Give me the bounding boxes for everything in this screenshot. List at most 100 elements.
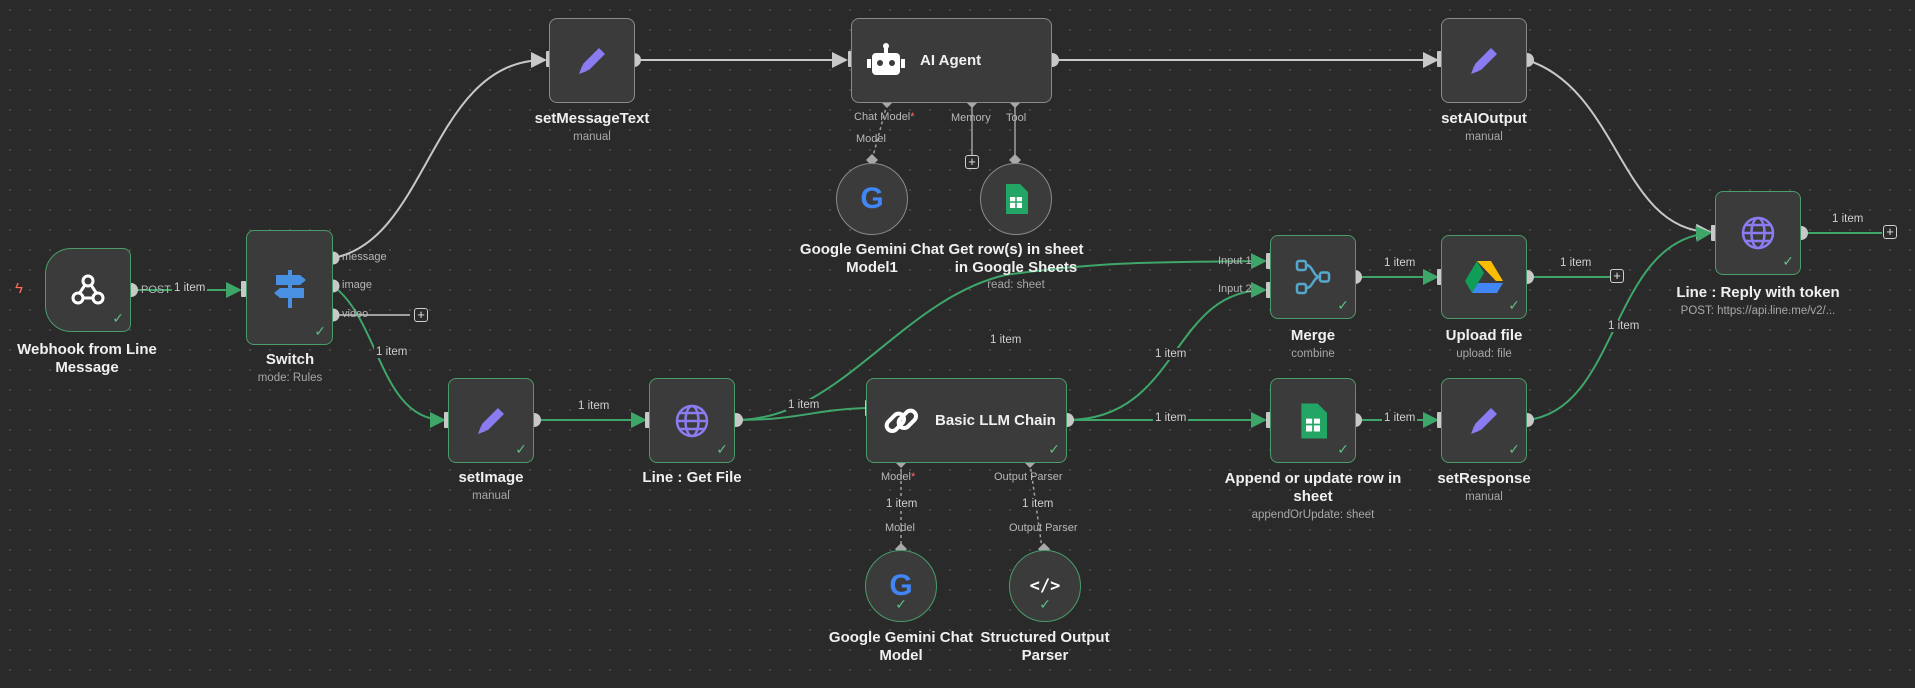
set-image-title: setImage [458, 469, 524, 486]
webhook-node[interactable]: ✓ [45, 248, 131, 332]
chain-link-icon [884, 408, 919, 433]
upload-file-subtitle: upload: file [1456, 348, 1512, 360]
gemini-chat-model1-node[interactable]: G [836, 163, 908, 235]
set-message-text-subtitle: manual [573, 131, 611, 143]
set-message-text-title: setMessageText [534, 110, 650, 127]
trigger-bolt-icon: ϟ [15, 280, 23, 297]
success-check-icon: ✓ [1337, 441, 1349, 457]
set-ai-output-title: setAIOutput [1441, 110, 1527, 127]
set-response-title: setResponse [1437, 470, 1531, 487]
edge-label: 1 item [884, 498, 920, 510]
robot-icon [867, 42, 905, 75]
sheets-icon [1301, 403, 1327, 438]
structured-output-parser-title: Structured Output Parser [980, 629, 1110, 664]
set-response-node[interactable]: ✓ [1441, 378, 1527, 463]
globe-icon [1741, 216, 1775, 250]
webhook-node-title: Webhook from Line Message [17, 341, 157, 376]
merge-icon [1295, 259, 1331, 295]
edge-label: 1 item [1606, 320, 1642, 332]
google-icon: G [860, 182, 884, 215]
basic-llm-chain-node[interactable]: Basic LLM Chain ✓ [866, 378, 1067, 463]
set-image-subtitle: manual [472, 490, 510, 502]
upload-file-title: Upload file [1445, 327, 1523, 344]
edge-label: 1 item [1830, 213, 1866, 225]
edge-label: 1 item [1382, 257, 1418, 269]
success-check-icon: ✓ [1039, 596, 1051, 612]
get-rows-title: Get row(s) in sheet in Google Sheets [948, 241, 1084, 276]
pencil-icon [1471, 47, 1497, 74]
google-icon: G [889, 569, 913, 602]
merge-title: Merge [1290, 327, 1336, 344]
gemini1-port-model: Model [856, 133, 886, 145]
webhook-icon [71, 274, 105, 305]
chain-port-model: Model* [881, 471, 916, 483]
pencil-icon [1471, 407, 1497, 434]
success-check-icon: ✓ [895, 596, 907, 612]
edge-label: 1 item [576, 400, 612, 412]
google-drive-icon [1465, 261, 1503, 293]
set-ai-output-node[interactable] [1441, 18, 1527, 103]
add-node-button[interactable]: + [1883, 225, 1897, 239]
webhook-method-label: POST [141, 284, 171, 296]
pencil-icon [579, 47, 605, 74]
code-icon: </> [1029, 576, 1061, 596]
add-node-button[interactable]: + [1610, 269, 1624, 283]
gemini-chat-model-title: Google Gemini Chat Model [828, 629, 974, 664]
add-memory-button[interactable]: + [965, 155, 979, 169]
success-check-icon: ✓ [1048, 441, 1060, 457]
success-check-icon: ✓ [716, 441, 728, 457]
globe-icon [675, 404, 709, 437]
merge-input-2: Input 2 [1218, 283, 1252, 295]
edge-label: 1 item [172, 282, 208, 294]
edge-label: 1 item [1153, 348, 1189, 360]
ai-agent-node[interactable]: AI Agent [851, 18, 1052, 103]
edge-label: 1 item [1382, 412, 1418, 424]
edge-label: 1 item [988, 334, 1024, 346]
switch-output-image: image [342, 279, 372, 291]
structured-output-parser-node[interactable]: </> ✓ [1009, 550, 1081, 622]
success-check-icon: ✓ [314, 323, 326, 339]
line-get-file-title: Line : Get File [642, 469, 742, 486]
basic-llm-chain-title: Basic LLM Chain [935, 412, 1056, 429]
signpost-icon [273, 269, 306, 308]
append-row-title: Append or update row in sheet [1224, 470, 1402, 505]
line-reply-title: Line : Reply with token [1676, 284, 1840, 301]
ai-agent-port-tool: Tool [1006, 112, 1027, 124]
merge-subtitle: combine [1291, 348, 1335, 360]
gemini-port-model: Model [885, 522, 915, 534]
ai-agent-port-chat-model: Chat Model* [854, 111, 915, 123]
switch-node-subtitle: mode: Rules [257, 372, 323, 384]
line-get-file-node[interactable]: ✓ [649, 378, 735, 463]
gemini-chat-model1-title: Google Gemini Chat Model1 [799, 241, 945, 276]
ai-agent-title: AI Agent [920, 52, 982, 69]
parser-port-output-parser: Output Parser [1009, 522, 1078, 534]
pencil-icon [478, 407, 504, 434]
append-row-subtitle: appendOrUpdate: sheet [1251, 509, 1375, 521]
get-rows-node[interactable] [980, 163, 1052, 235]
edge-label: 1 item [786, 399, 822, 411]
set-ai-output-subtitle: manual [1465, 131, 1503, 143]
edge-label: 1 item [1153, 412, 1189, 424]
ai-agent-port-memory: Memory [951, 112, 991, 124]
upload-file-node[interactable]: ✓ [1441, 235, 1527, 319]
set-message-text-node[interactable] [549, 18, 635, 103]
edge-label: 1 item [1020, 498, 1056, 510]
success-check-icon: ✓ [1508, 441, 1520, 457]
set-image-node[interactable]: ✓ [448, 378, 534, 463]
edge-label: 1 item [374, 346, 410, 358]
switch-output-message: message [342, 251, 387, 263]
switch-node-title: Switch [265, 351, 315, 368]
success-check-icon: ✓ [112, 310, 124, 326]
merge-node[interactable]: ✓ [1270, 235, 1356, 319]
merge-input-1: Input 1 [1218, 255, 1252, 267]
append-row-node[interactable]: ✓ [1270, 378, 1356, 463]
success-check-icon: ✓ [1337, 297, 1349, 313]
chain-port-output-parser: Output Parser [994, 471, 1063, 483]
success-check-icon: ✓ [1508, 297, 1520, 313]
add-node-button[interactable]: + [414, 308, 428, 322]
line-reply-node[interactable]: ✓ [1715, 191, 1801, 275]
get-rows-subtitle: read: sheet [987, 279, 1045, 291]
edge-label: 1 item [1558, 257, 1594, 269]
switch-node[interactable]: ✓ [246, 230, 333, 345]
gemini-chat-model-node[interactable]: G ✓ [865, 550, 937, 622]
